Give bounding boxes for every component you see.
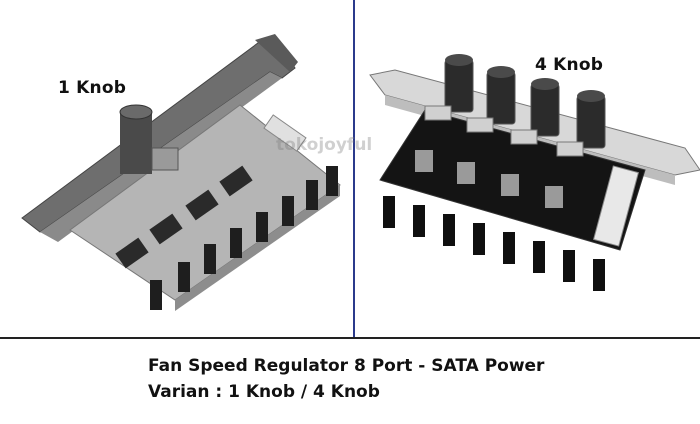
vertical-divider bbox=[353, 0, 355, 338]
fan-controller-1-knob-image bbox=[21, 34, 341, 311]
product-photo-1-knob bbox=[0, 0, 353, 338]
product-variant-text: Varian : 1 Knob / 4 Knob bbox=[148, 382, 380, 402]
variant-label-4-knob: 4 Knob bbox=[535, 55, 604, 75]
product-title: Fan Speed Regulator 8 Port - SATA Power bbox=[148, 356, 545, 376]
variant-label-1-knob: 1 Knob bbox=[58, 78, 127, 98]
product-photo-4-knob bbox=[355, 0, 700, 338]
watermark: tokojoyful bbox=[276, 135, 373, 155]
horizontal-divider bbox=[0, 337, 700, 339]
fan-controller-4-knob-image bbox=[369, 54, 700, 291]
